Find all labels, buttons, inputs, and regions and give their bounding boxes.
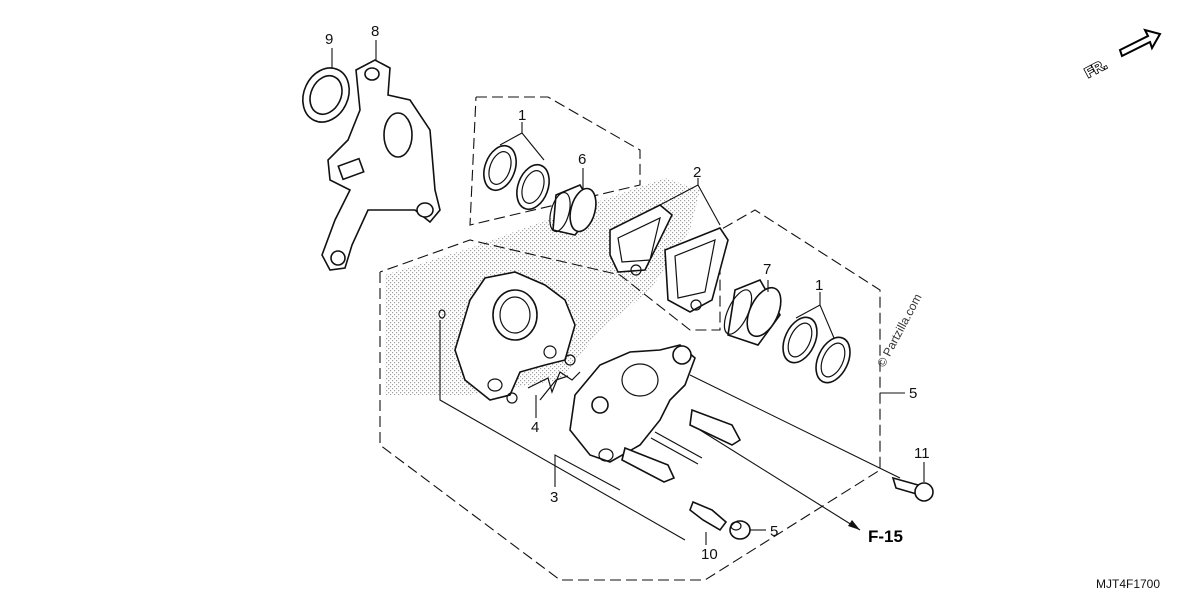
front-direction-arrow: FR. [1081,28,1162,81]
callout-11[interactable]: 11 [914,445,930,462]
callout-6[interactable]: 8 [371,23,379,40]
watermark: © Partzilla.com [874,291,924,369]
callout-1-right[interactable]: 1 [815,277,823,294]
part-2-brake-pads[interactable] [609,204,729,313]
part-4-pad-spring[interactable] [438,309,581,401]
part-7-seal-ring[interactable] [294,60,358,129]
callout-9[interactable]: 5 [909,385,917,402]
callout-7[interactable]: 9 [325,31,333,48]
part-10-bleeder-cap[interactable] [729,520,751,540]
part-1-seals-left[interactable] [478,141,555,213]
direction-label: FR. [1082,56,1109,81]
diagram-code: MJT4F1700 [1096,577,1160,591]
caliper-assembly-outline [379,209,881,581]
part-1-seals-right[interactable] [776,312,856,388]
part-5-piston-right[interactable] [719,278,788,346]
part-11-flange-bolt[interactable] [891,476,934,502]
callout-3[interactable]: 3 [550,489,558,506]
part-6-caliper-bracket[interactable] [321,59,441,271]
part-5-piston-left[interactable] [546,183,600,236]
part-3-caliper-body[interactable] [454,271,696,463]
callout-4[interactable]: 4 [531,419,539,436]
leader-lines [331,40,925,545]
page-reference[interactable]: F-15 [868,527,903,546]
part-8-bleeder-screw[interactable] [689,500,728,532]
pad-set-outline [469,96,641,226]
caliper-pins-bolts[interactable] [621,408,742,483]
callout-10[interactable]: 5 [770,523,778,540]
callout-5-left[interactable]: 6 [578,151,586,168]
callout-8[interactable]: 10 [701,546,718,563]
callout-5-right[interactable]: 7 [763,261,771,278]
callout-2[interactable]: 2 [693,164,701,181]
callout-1-left[interactable]: 1 [518,107,526,124]
